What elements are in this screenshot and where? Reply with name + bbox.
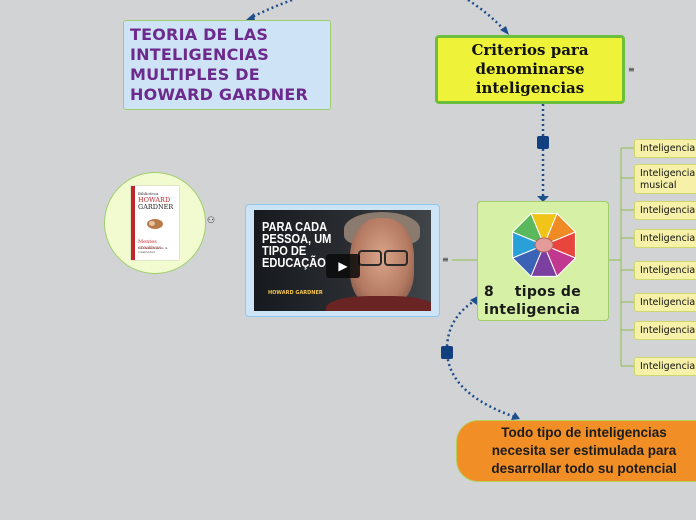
video-subtitle: HOWARD GARDNER bbox=[268, 290, 323, 296]
branch-item-label: Inteligencia bbox=[640, 143, 695, 154]
video-node[interactable]: PARA CADA PESSOA, UM TIPO DE EDUCAÇÃO HO… bbox=[245, 204, 440, 317]
brain-highlight bbox=[149, 221, 155, 226]
book-author-last: GARDNER bbox=[138, 203, 173, 211]
connector-handle-1 bbox=[537, 136, 549, 149]
title-node[interactable]: TEORIA DE LAS INTELIGENCIAS MULTIPLES DE… bbox=[123, 20, 331, 110]
bottom-node-text: Todo tipo de inteligencias necesita ser … bbox=[475, 424, 693, 478]
branch-item-label: Inteligencia bbox=[640, 325, 695, 336]
branch-item-6[interactable]: Inteligencia bbox=[634, 293, 696, 312]
wheel-center-brain bbox=[535, 238, 553, 252]
book-spine bbox=[131, 186, 135, 260]
video-person-shirt bbox=[326, 296, 431, 311]
types-node[interactable]: 8 tipos de inteligencia bbox=[477, 201, 609, 321]
intelligences-wheel-image bbox=[506, 209, 582, 281]
branch-item-label: Inteligencia bbox=[640, 205, 695, 216]
branch-item-label: Inteligencia musical bbox=[640, 168, 695, 191]
branch-item-3[interactable]: Inteligencia bbox=[634, 201, 696, 220]
branch-item-4[interactable]: Inteligencia bbox=[634, 229, 696, 248]
play-icon: ▶ bbox=[338, 259, 347, 273]
glasses-right bbox=[384, 250, 408, 266]
connector-to-title bbox=[250, 0, 292, 18]
connector-handle-2 bbox=[441, 346, 453, 359]
branch-item-label: Inteligencia bbox=[640, 265, 695, 276]
video-thumbnail[interactable]: PARA CADA PESSOA, UM TIPO DE EDUCAÇÃO HO… bbox=[254, 210, 431, 311]
branch-item-label: Inteligencia bbox=[640, 297, 695, 308]
link-icon[interactable]: ⚇ bbox=[207, 216, 215, 226]
branch-item-5[interactable]: Inteligencia bbox=[634, 261, 696, 280]
criteria-node-text: Criterios para denominarse inteligencias bbox=[446, 41, 614, 98]
title-node-text: TEORIA DE LAS INTELIGENCIAS MULTIPLES DE… bbox=[130, 25, 308, 104]
branch-item-7[interactable]: Inteligencia bbox=[634, 321, 696, 340]
arrow-bottom bbox=[511, 412, 520, 420]
book-image-node[interactable]: Biblioteca HOWARD GARDNER Mentes creativ… bbox=[104, 172, 206, 274]
glasses-left bbox=[358, 250, 382, 266]
branch-item-1[interactable]: Inteligencia bbox=[634, 139, 696, 158]
connector-to-criteria bbox=[468, 0, 506, 32]
criteria-node[interactable]: Criterios para denominarse inteligencias bbox=[435, 35, 625, 104]
book-cover-image: Biblioteca HOWARD GARDNER Mentes creativ… bbox=[131, 186, 179, 260]
types-node-text: 8 tipos de inteligencia bbox=[484, 283, 606, 319]
play-button[interactable]: ▶ bbox=[326, 254, 360, 278]
branch-item-2[interactable]: Inteligencia musical bbox=[634, 164, 696, 194]
criteria-notes-icon[interactable]: ≡ bbox=[628, 65, 635, 74]
branch-item-label: Inteligencia bbox=[640, 361, 695, 372]
video-notes-icon[interactable]: ≡ bbox=[442, 255, 449, 264]
book-subtitle: Una anatomía de la creatividad bbox=[138, 246, 179, 254]
arrow-criteria bbox=[500, 26, 509, 35]
branch-item-8[interactable]: Inteligencia bbox=[634, 357, 696, 376]
branch-item-label: Inteligencia bbox=[640, 233, 695, 244]
bottom-node[interactable]: Todo tipo de inteligencias necesita ser … bbox=[456, 420, 696, 482]
